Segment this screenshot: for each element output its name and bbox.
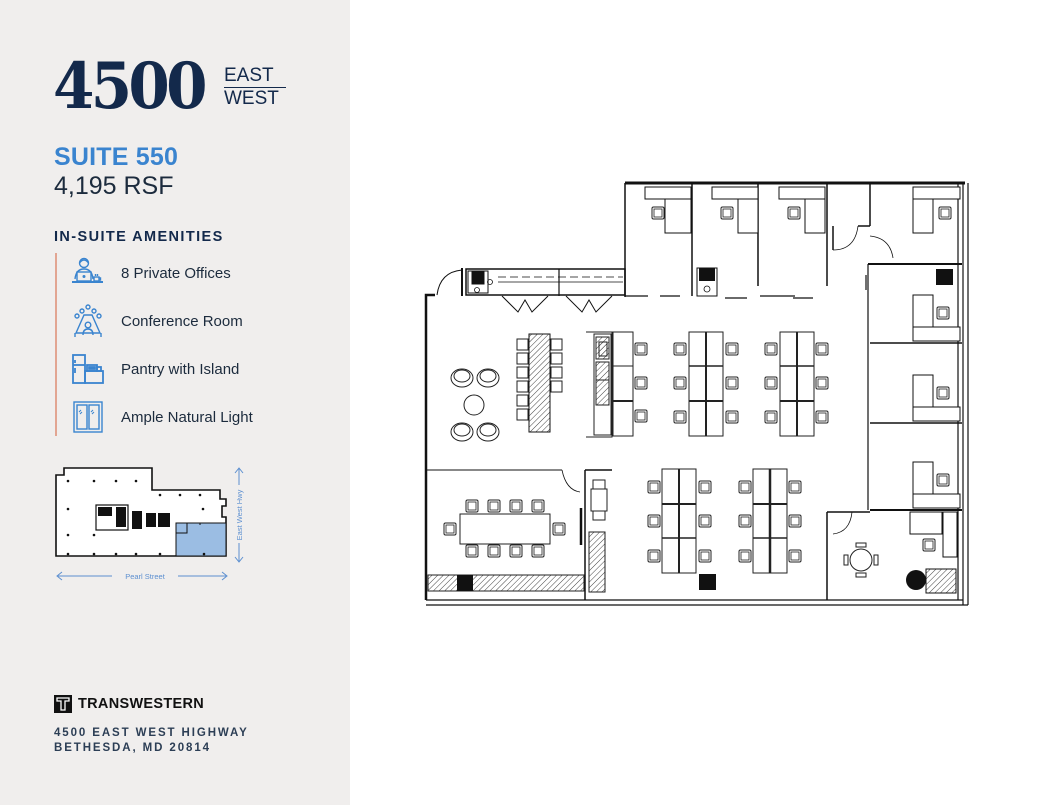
floor-plan xyxy=(424,181,969,606)
amenity-label: Ample Natural Light xyxy=(121,408,253,426)
window-icon xyxy=(73,401,103,433)
amenity-pantry: Pantry with Island xyxy=(70,349,239,389)
address-line-1: 4500 EAST WEST HIGHWAY xyxy=(54,727,249,739)
key-plan: Pearl Street East West Hwy xyxy=(55,467,244,581)
amenity-conference-room: Conference Room xyxy=(70,301,243,341)
amenity-label: Conference Room xyxy=(121,312,243,330)
logo-number: 4500 xyxy=(53,49,207,124)
amenity-label: Pantry with Island xyxy=(121,360,240,378)
pantry-icon xyxy=(72,354,104,384)
amenity-natural-light: Ample Natural Light xyxy=(70,397,253,437)
conference-table-icon xyxy=(74,304,102,337)
transwestern-brand: TRANSWESTERN xyxy=(54,695,204,713)
person-at-laptop-icon xyxy=(72,257,103,283)
amenities-title: IN-SUITE AMENITIES xyxy=(54,229,224,245)
suite-area: 4,195 RSF xyxy=(54,172,174,200)
sidebar: 4500 EAST WEST SUITE 550 4,195 RSF IN-SU… xyxy=(0,0,350,805)
key-plan-street-bottom: Pearl Street xyxy=(125,572,166,581)
key-plan-street-right: East West Hwy xyxy=(235,489,244,540)
logo-word-west: WEST xyxy=(224,88,279,109)
amenities-accent-bar xyxy=(55,253,57,436)
address: 4500 EAST WEST HIGHWAY BETHESDA, MD 2081… xyxy=(54,726,249,756)
amenity-label: 8 Private Offices xyxy=(121,264,231,282)
logo-words: EAST WEST xyxy=(224,66,286,108)
company-name: TRANSWESTERN xyxy=(78,696,205,712)
amenity-private-offices: 8 Private Offices xyxy=(70,253,231,293)
building-logo: 4500 EAST WEST xyxy=(53,49,286,124)
suite-name: SUITE 550 xyxy=(54,143,179,171)
transwestern-logo-icon xyxy=(54,695,72,713)
logo-word-east: EAST xyxy=(224,66,286,88)
address-line-2: BETHESDA, MD 20814 xyxy=(54,742,211,754)
